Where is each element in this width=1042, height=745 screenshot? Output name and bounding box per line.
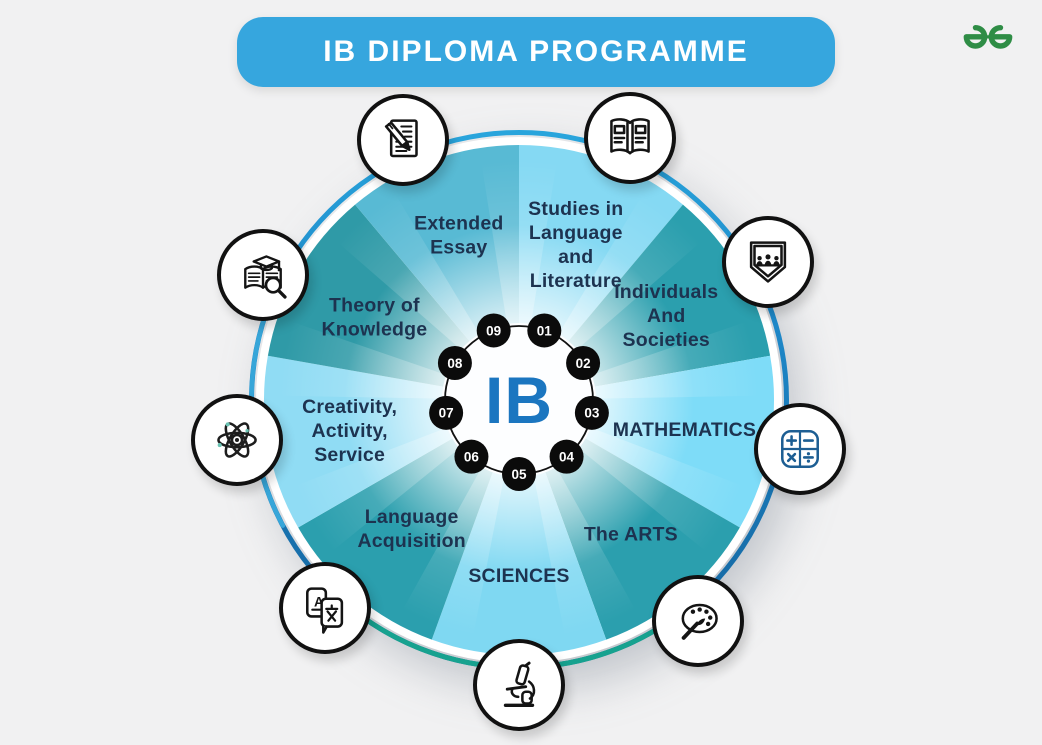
atom-icon bbox=[190, 393, 283, 486]
step-badge-06 bbox=[454, 439, 489, 474]
step-badge-07 bbox=[429, 395, 464, 430]
step-badge-04 bbox=[549, 439, 584, 474]
center-circle bbox=[442, 323, 596, 477]
microscope-icon bbox=[473, 639, 565, 731]
step-badge-03 bbox=[574, 395, 609, 430]
segment-label-03: MATHEMATICS bbox=[613, 419, 756, 441]
step-badge-number: 02 bbox=[576, 356, 591, 371]
math-symbols-icon bbox=[753, 403, 846, 496]
open-book-icon bbox=[584, 91, 677, 184]
pencil-paper-icon bbox=[357, 93, 450, 186]
page-title: IB DIPLOMA PROGRAMME bbox=[323, 35, 749, 68]
svg-text:A: A bbox=[314, 595, 324, 610]
step-badge-01 bbox=[527, 313, 562, 348]
people-shield-icon bbox=[722, 215, 815, 308]
step-badge-number: 07 bbox=[439, 406, 454, 421]
translate-icon: A bbox=[278, 562, 371, 655]
step-badge-number: 01 bbox=[537, 323, 553, 338]
segment-label-05: SCIENCES bbox=[468, 565, 569, 587]
step-badge-02 bbox=[566, 346, 601, 380]
step-badge-number: 08 bbox=[447, 356, 463, 371]
step-badge-number: 04 bbox=[559, 449, 575, 464]
geeksforgeeks-logo-icon bbox=[958, 16, 1018, 62]
step-badge-number: 03 bbox=[584, 406, 600, 421]
segment-label-07: Creativity,Activity,Service bbox=[302, 396, 397, 466]
palette-icon bbox=[652, 575, 745, 668]
step-badge-09 bbox=[476, 313, 511, 348]
step-badge-05 bbox=[502, 457, 536, 491]
step-badge-number: 06 bbox=[464, 449, 480, 464]
title-banner: IB DIPLOMA PROGRAMME bbox=[237, 17, 835, 87]
step-badge-number: 09 bbox=[486, 323, 501, 338]
step-badge-08 bbox=[437, 346, 472, 380]
step-badge-number: 05 bbox=[511, 467, 527, 482]
knowledge-book-icon bbox=[216, 229, 309, 322]
ib-center-label: IB bbox=[485, 363, 553, 437]
segment-label-04: The ARTS bbox=[584, 523, 678, 545]
